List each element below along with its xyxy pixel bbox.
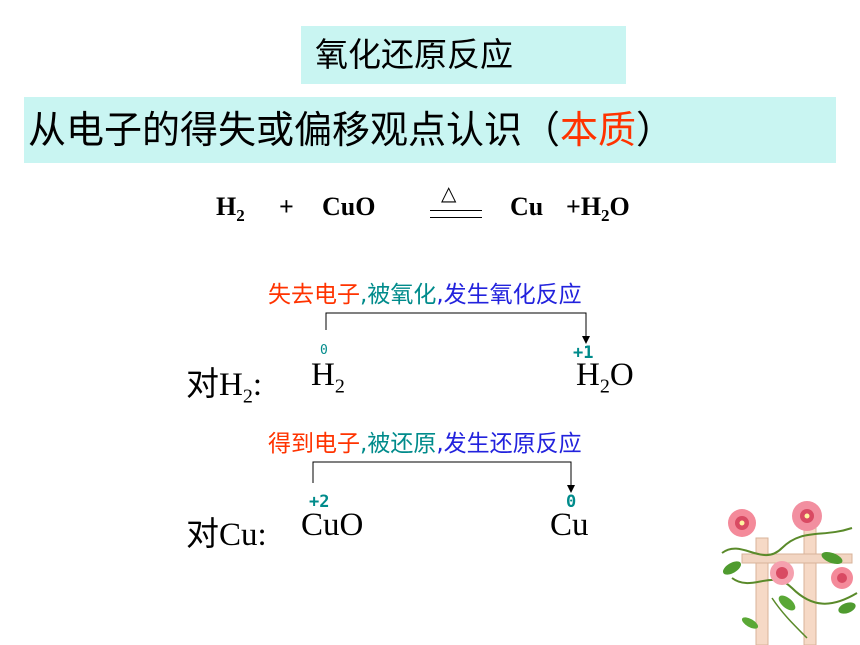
subtitle-close: ） bbox=[636, 108, 675, 152]
equation-cu: Cu bbox=[510, 192, 544, 221]
row-h2-right-formula: H2O bbox=[576, 357, 634, 399]
row-cu-left-formula: CuO bbox=[301, 507, 364, 543]
h2o-o: O bbox=[609, 357, 634, 393]
row-h2-label-colon: : bbox=[252, 367, 263, 403]
flower-2 bbox=[792, 501, 822, 531]
h2o-sub: 2 bbox=[599, 375, 610, 398]
equation-cuo: CuO bbox=[322, 192, 376, 221]
title-box: 氧化还原反应 bbox=[301, 26, 626, 84]
equation-line-top bbox=[430, 210, 482, 211]
page-title: 氧化还原反应 bbox=[315, 35, 513, 74]
oxidation-annotation: 失去电子,被氧化,发生氧化反应 bbox=[268, 275, 582, 309]
equation-h2o: +H2O bbox=[566, 192, 630, 226]
red-sep2: , bbox=[436, 431, 444, 457]
subtitle-highlight: 本质 bbox=[560, 108, 637, 152]
heat-condition: △ bbox=[441, 181, 457, 205]
flower-1 bbox=[728, 509, 756, 537]
flower-3 bbox=[770, 561, 794, 585]
row-cu-label: 对Cu: bbox=[186, 517, 267, 553]
eq-o: O bbox=[609, 192, 630, 221]
h2-h: H bbox=[311, 357, 335, 393]
row-h2-label-sub: 2 bbox=[242, 385, 253, 408]
equation-line-bottom bbox=[430, 217, 482, 218]
h2-oxidation-state: 0 bbox=[320, 343, 328, 358]
reduction-arrow bbox=[312, 461, 572, 487]
ox-reaction: 发生氧化反应 bbox=[443, 282, 582, 308]
equation-reactant-h2: H2 bbox=[216, 192, 245, 226]
ox-sep1: , bbox=[360, 282, 368, 308]
ox-is-oxidized: 被氧化 bbox=[367, 282, 437, 308]
cu-oxidation-state: 0 bbox=[566, 492, 577, 512]
eq-h2o-sub: 2 bbox=[601, 206, 610, 226]
h2o-h: H bbox=[576, 357, 600, 393]
subtitle-text: 从电子的得失或偏移观点认识（ bbox=[28, 108, 561, 152]
row-h2-left-formula: H2 bbox=[311, 357, 345, 399]
ox-sep2: , bbox=[436, 282, 444, 308]
red-gain-electrons: 得到电子 bbox=[268, 431, 360, 457]
flower-4 bbox=[831, 567, 853, 589]
eq-h: H bbox=[216, 192, 237, 221]
red-reaction: 发生还原反应 bbox=[443, 431, 582, 457]
ox-lose-electrons: 失去电子 bbox=[268, 282, 360, 308]
row-h2-label: 对H2: bbox=[186, 357, 262, 409]
eq-h-sub: 2 bbox=[236, 206, 245, 226]
oxidation-arrow bbox=[325, 312, 587, 338]
reduction-annotation: 得到电子,被还原,发生还原反应 bbox=[268, 424, 582, 458]
equation-plus: + bbox=[279, 192, 294, 221]
reduction-arrowhead bbox=[567, 485, 575, 493]
row-h2-label-text: 对H bbox=[186, 367, 243, 403]
eq-plus-h: +H bbox=[566, 192, 602, 221]
row-cu-right-formula: Cu bbox=[550, 507, 589, 543]
red-is-reduced: 被还原 bbox=[367, 431, 437, 457]
flower-decoration bbox=[721, 501, 858, 645]
h2-sub: 2 bbox=[334, 375, 345, 398]
subtitle-box: 从电子的得失或偏移观点认识（本质） bbox=[24, 97, 836, 163]
red-sep1: , bbox=[360, 431, 368, 457]
oxidation-arrowhead bbox=[582, 336, 590, 344]
cuo-cu-oxidation-state: +2 bbox=[309, 492, 330, 512]
h2o-h-oxidation-state: +1 bbox=[573, 343, 594, 363]
